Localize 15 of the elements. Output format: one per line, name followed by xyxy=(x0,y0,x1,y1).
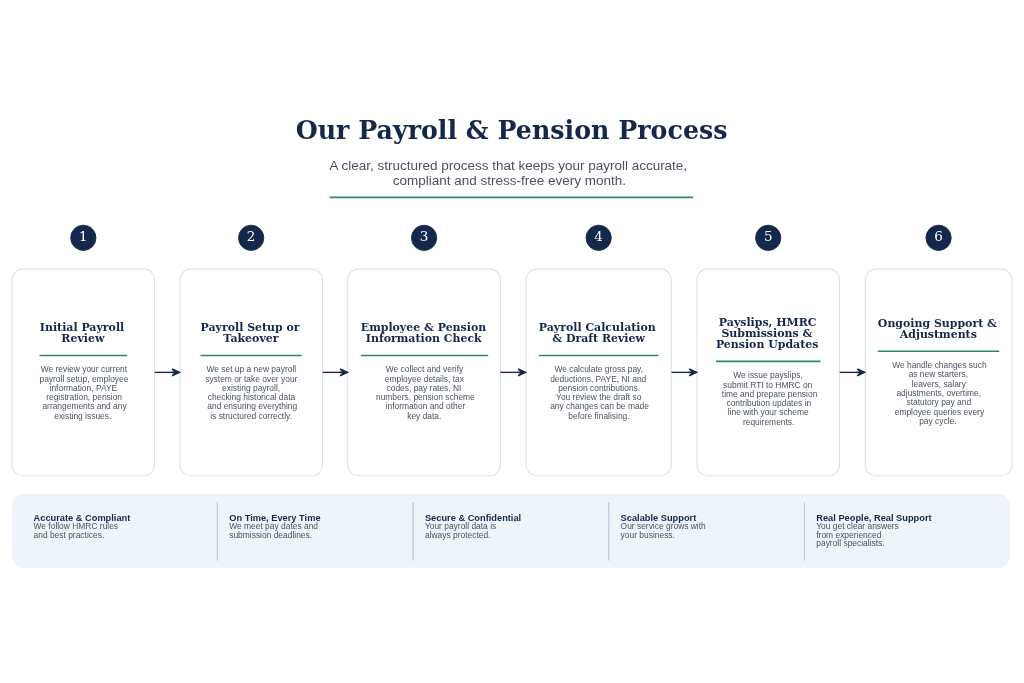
node-circle: 1 xyxy=(70,224,97,251)
node-circle: 3 xyxy=(411,224,438,251)
node-box: Accurate & Compliant We follow HMRC rules and best practices. On Time, Every Time We meet pay dates and submission deadlines. Secure & Confidential Your payroll data is always protected. Scalable Support Our service grows with your business. Real People, Real Support You get clear answers from experienced payroll specialists. xyxy=(12,493,1010,568)
node-circle: 2 xyxy=(238,224,265,251)
node-circle: 5 xyxy=(755,224,782,251)
node-box: Payroll Setup or Takeover We set up a new payroll system or take over your existing payroll, checking historical data and ensuring everything is structured correctly. xyxy=(179,268,323,476)
label: A clear, structured process that keeps your payroll accurate, compliant and stress-free every month. xyxy=(329,157,688,188)
node-box: Employee & Pension Information Check We collect and verify employee details, tax codes, pay rates, NI numbers, pension scheme information and other key data. xyxy=(347,268,501,476)
node-box: Ongoing Support & Adjustments We handle changes such as new starters, leavers, salary adjustments, overtime, statutory pay and employee queries every pay cycle. xyxy=(864,268,1013,476)
node-circle: 6 xyxy=(925,224,952,251)
node-box: Payslips, HMRC Submissions & Pension Updates We issue payslips, submit RTI to HMRC on time and prepare pension contribution updates in line with your scheme requirements. xyxy=(696,268,840,476)
node-box: Payroll Calculation & Draft Review We calculate gross pay, deductions, PAYE, NI and pension contributions. You review the draft so any changes can be made before finalising. xyxy=(525,268,672,476)
node-box: Initial Payroll Review We review your current payroll setup, employee information, PAYE registration, pension arrangements and any existing issues. xyxy=(11,268,156,476)
node-circle: 4 xyxy=(585,224,612,251)
diagram-title: Our Payroll & Pension Process xyxy=(295,114,728,145)
